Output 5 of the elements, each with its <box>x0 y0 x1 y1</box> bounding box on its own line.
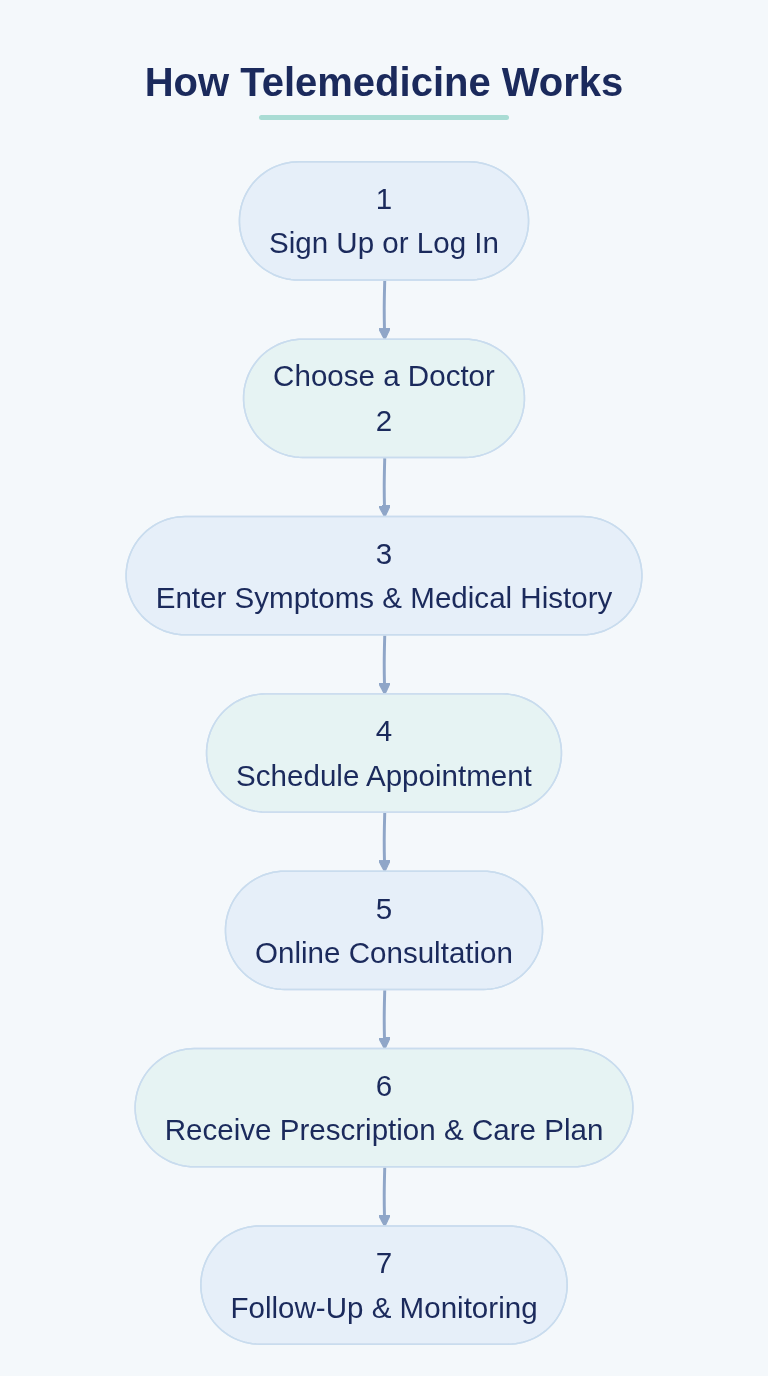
title: How Telemedicine Works <box>144 60 624 105</box>
arrow <box>377 990 391 1050</box>
arrow <box>377 280 391 341</box>
arrow <box>377 812 391 873</box>
arrow <box>377 458 391 518</box>
